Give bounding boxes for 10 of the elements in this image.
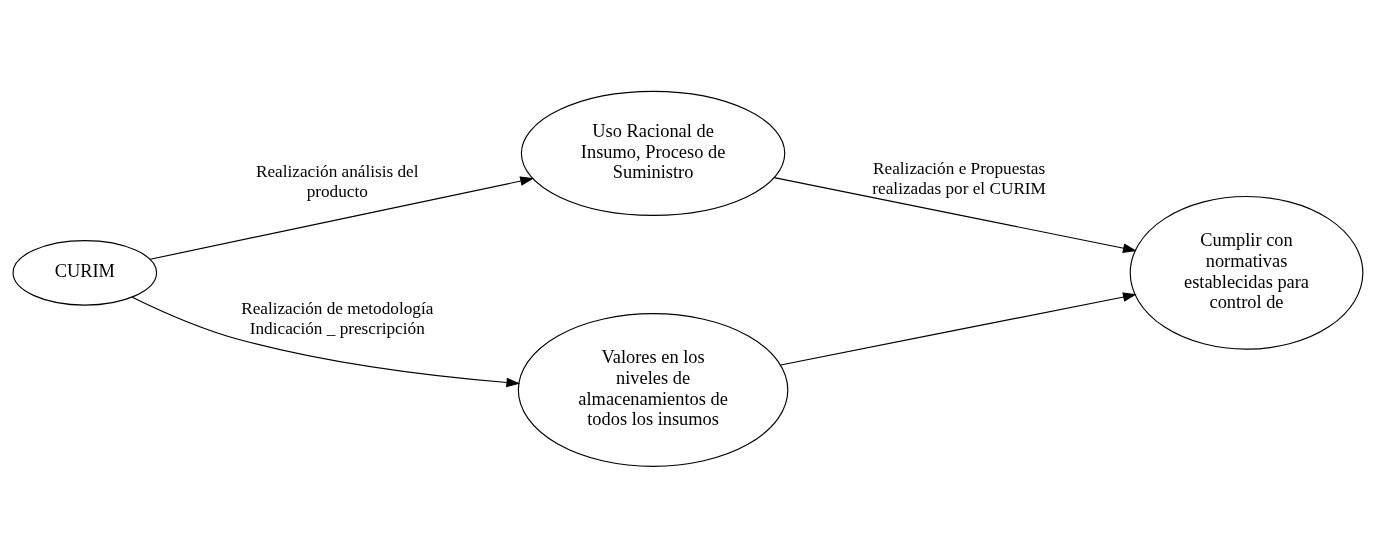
node-ellipse: Valores en los niveles de almacenamientos de todos los insumos: [517, 313, 789, 467]
arrow: [773, 177, 1137, 253]
node-ellipse: Cumplir con normativas establecidas para control de: [1129, 195, 1364, 350]
edge-label: Realización e Propuestas realizadas por el CURIM: [872, 159, 1046, 198]
arrow: [780, 292, 1137, 366]
arrow: [149, 176, 535, 260]
edge-label: Realización análisis del producto: [255, 162, 419, 201]
edge-label: Realización de metodología Indicación _ prescripción: [241, 299, 434, 338]
node-ellipse: CURIM: [12, 240, 158, 306]
arrow: [131, 296, 521, 388]
